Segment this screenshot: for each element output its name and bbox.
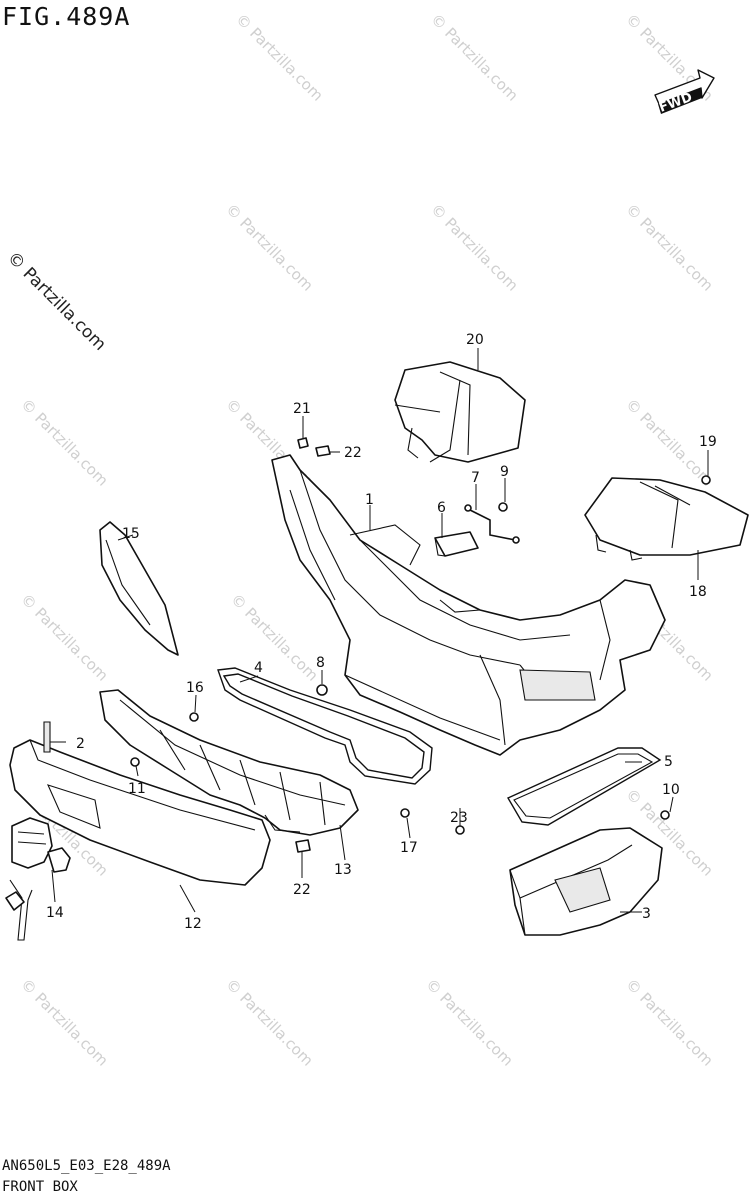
callout-23: 23	[450, 810, 468, 826]
part-lock-key	[5, 817, 71, 941]
callout-2: 2	[76, 736, 85, 752]
part-block	[434, 531, 479, 557]
part-duct-side	[584, 477, 749, 561]
callout-19: 19	[699, 434, 717, 450]
callout-7: 7	[471, 470, 480, 486]
watermark-tile: © Partzilla.com	[232, 10, 327, 105]
bolt-17	[400, 808, 410, 818]
callout-22-upper: 22	[344, 445, 362, 461]
watermark-tile: © Partzilla.com	[422, 975, 517, 1070]
part-lower-box	[509, 827, 663, 936]
watermark-tile: © Partzilla.com	[622, 200, 717, 295]
callout-16: 16	[186, 680, 204, 696]
part-strip	[43, 721, 51, 753]
bolt-8	[316, 684, 328, 696]
watermark-tile: © Partzilla.com	[17, 590, 112, 685]
callout-1: 1	[365, 492, 374, 508]
watermark-tile: © Partzilla.com	[427, 200, 522, 295]
callout-17: 17	[400, 840, 418, 856]
part-side-lid	[99, 521, 179, 656]
figure-title: FIG.489A	[2, 2, 131, 31]
part-front-cover	[9, 739, 271, 886]
nut-22-upper	[315, 445, 331, 457]
callout-3: 3	[642, 906, 651, 922]
callout-14: 14	[46, 905, 64, 921]
bolt-16	[189, 712, 199, 722]
watermark-tile: © Partzilla.com	[427, 10, 522, 105]
clip-21	[297, 437, 309, 449]
model-code: AN650L5_E03_E28_489A	[2, 1158, 171, 1174]
watermark-tile: © Partzilla.com	[622, 975, 717, 1070]
callout-9: 9	[500, 464, 509, 480]
callout-8: 8	[316, 655, 325, 671]
callout-6: 6	[437, 500, 446, 516]
callout-11: 11	[128, 781, 146, 797]
bolt-9	[498, 502, 508, 512]
fasteners	[130, 437, 711, 853]
callout-4: 4	[254, 660, 263, 676]
watermark-tile: © Partzilla.com	[222, 975, 317, 1070]
bolt-19	[701, 475, 711, 485]
section-name: FRONT BOX	[2, 1179, 78, 1195]
callout-18: 18	[689, 584, 707, 600]
part-inner-rack	[271, 454, 666, 756]
callout-12: 12	[184, 916, 202, 932]
part-duct-upper	[394, 361, 526, 463]
bolt-11	[130, 757, 140, 767]
watermark-tile: © Partzilla.com	[17, 975, 112, 1070]
nut-22-lower	[295, 839, 311, 853]
leader-lines	[50, 348, 709, 913]
watermark-tile: © Partzilla.com	[222, 200, 317, 295]
part-wire	[464, 504, 520, 544]
bolt-23	[455, 825, 465, 835]
callout-15: 15	[122, 526, 140, 542]
bolt-10	[660, 810, 670, 820]
part-seal	[217, 667, 433, 785]
callout-5: 5	[664, 754, 673, 770]
part-box-seal	[507, 747, 662, 826]
callout-13: 13	[334, 862, 352, 878]
callout-21: 21	[293, 401, 311, 417]
part-bracket	[99, 689, 359, 836]
callout-22-lower: 22	[293, 882, 311, 898]
callout-10: 10	[662, 782, 680, 798]
watermark-tile: © Partzilla.com	[17, 395, 112, 490]
callout-20: 20	[466, 332, 484, 348]
callout-labels: 1 2 3 4 5 6 7 8 9 10 11 12 13 14 15 16 1…	[46, 332, 717, 932]
